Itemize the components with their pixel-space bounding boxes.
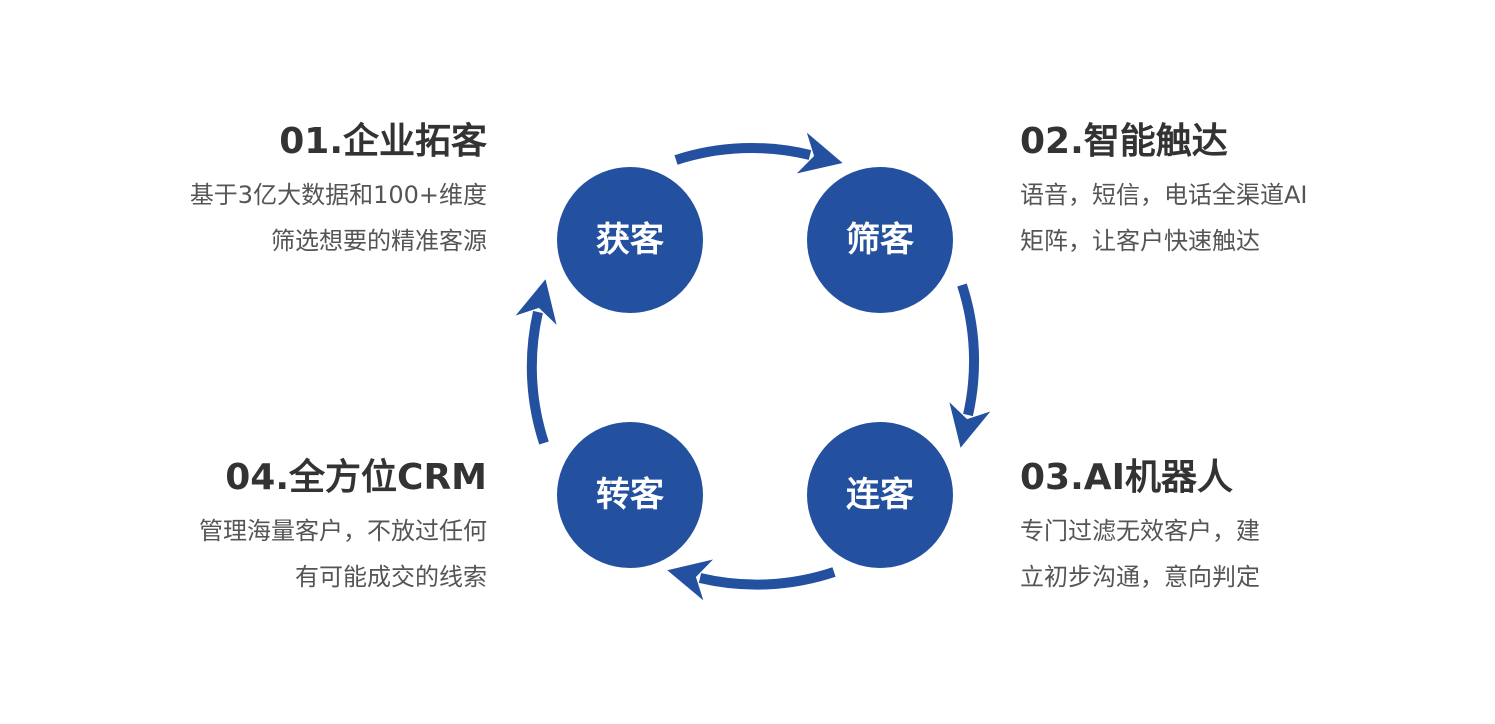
step-03: 03.AI机器人 专门过滤无效客户，建 立初步沟通，意向判定	[1020, 456, 1400, 600]
node-connect: 连客	[807, 422, 953, 568]
step-04-title: 04.全方位CRM	[225, 457, 487, 498]
node-filter-circle	[807, 167, 953, 313]
arrow-left	[515, 279, 557, 445]
step-01-desc-line-1: 基于3亿大数据和100+维度	[189, 181, 487, 209]
step-01: 01.企业拓客 基于3亿大数据和100+维度 筛选想要的精准客源	[107, 120, 487, 264]
arrow-top	[674, 132, 843, 174]
step-02: 02.智能触达 语音，短信，电话全渠道AI 矩阵，让客户快速触达	[1020, 120, 1400, 264]
node-connect-circle	[807, 422, 953, 568]
node-acquire-circle	[557, 167, 703, 313]
node-convert-label: 转客	[596, 475, 664, 515]
node-convert-circle	[557, 422, 703, 568]
node-acquire: 获客	[557, 167, 703, 313]
arrow-right	[949, 283, 991, 448]
step-04-desc-line-2: 有可能成交的线索	[295, 563, 487, 591]
node-filter-label: 筛客	[846, 220, 914, 260]
node-acquire-label: 获客	[596, 220, 664, 260]
step-02-desc-line-1: 语音，短信，电话全渠道AI	[1020, 181, 1308, 209]
arrow-bottom	[667, 559, 836, 601]
step-01-desc-line-2: 筛选想要的精准客源	[271, 227, 487, 255]
step-04: 04.全方位CRM 管理海量客户，不放过任何 有可能成交的线索	[107, 456, 487, 600]
node-connect-label: 连客	[846, 475, 914, 515]
step-03-title: 03.AI机器人	[1020, 457, 1234, 498]
step-01-title: 01.企业拓客	[279, 121, 487, 162]
node-convert: 转客	[557, 422, 703, 568]
step-03-desc-line-1: 专门过滤无效客户，建	[1020, 517, 1260, 545]
step-04-desc-line-1: 管理海量客户，不放过任何	[199, 517, 487, 545]
step-02-title: 02.智能触达	[1020, 121, 1228, 162]
step-03-desc-line-2: 立初步沟通，意向判定	[1020, 563, 1260, 591]
step-02-desc-line-2: 矩阵，让客户快速触达	[1020, 227, 1260, 255]
node-filter: 筛客	[807, 167, 953, 313]
